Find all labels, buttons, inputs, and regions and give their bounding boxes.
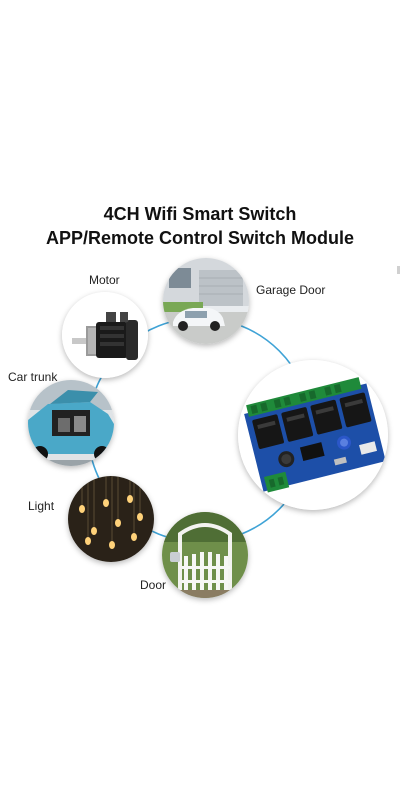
light-label: Light [28,499,55,513]
car-trunk-icon [28,380,114,466]
title-line-1: 4CH Wifi Smart Switch [103,204,297,224]
light-node [68,476,154,562]
garden-gate-icon [162,512,248,598]
garage-door-label: Garage Door [256,283,326,297]
servo-motor-icon [62,292,148,378]
motor-node [62,292,148,378]
garage-car-icon [163,258,249,344]
door-label: Door [140,578,167,592]
relay-module-node [238,360,388,510]
edge-mark [397,266,400,274]
garage-door-node [163,258,249,344]
car-trunk-node [28,380,114,466]
relay-module-icon [238,360,388,510]
title-line-2: APP/Remote Control Switch Module [45,228,354,248]
motor-label: Motor [89,273,120,287]
door-node [162,512,248,598]
light-bulbs-icon [68,476,154,562]
car-trunk-label: Car trunk [8,370,58,384]
